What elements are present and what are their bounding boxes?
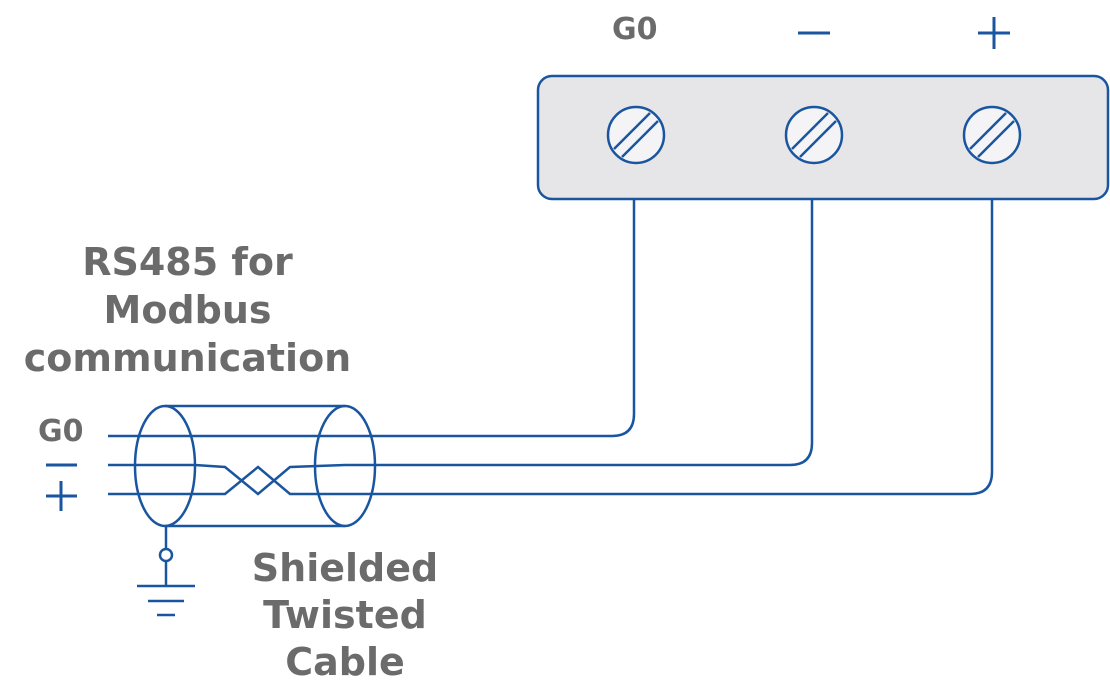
rs485-label: RS485 for Modbus communication [0,238,375,382]
cable-label-line: Shielded [251,546,439,590]
screw-terminal-icon [606,105,666,165]
terminal-g0-label: G0 [612,12,658,47]
twisted-pair-icon [108,463,346,496]
rs485-label-line: RS485 for [82,240,293,284]
screw-terminal-icon [962,105,1022,165]
wire-minus [345,199,814,467]
plus-symbol-icon [46,481,77,511]
ground-icon [137,526,195,617]
wire-plus [345,199,994,496]
left-g0-label: G0 [38,414,84,449]
cable-label-line: Cable [285,640,405,684]
cable-label: Shielded Twisted Cable [230,545,460,686]
rs485-label-line: Modbus [103,288,272,332]
screw-terminal-icon [784,105,844,165]
wire-g0 [345,199,636,438]
plus-symbol-icon [978,17,1010,49]
cable-label-line: Twisted [263,593,427,637]
rs485-label-line: communication [23,336,352,380]
